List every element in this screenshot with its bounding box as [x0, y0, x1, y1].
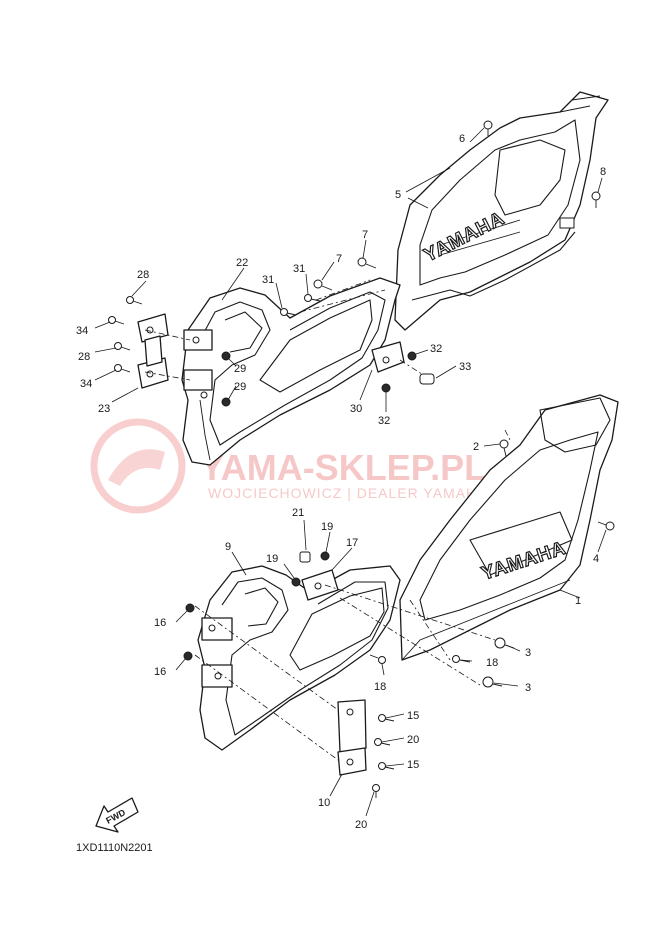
bolt-18a	[369, 654, 386, 664]
callout-29a: 29	[234, 363, 246, 375]
callout-16a: 16	[154, 617, 166, 629]
upper-door	[181, 277, 401, 466]
callout-7a: 7	[362, 229, 368, 241]
callout-31b: 31	[293, 263, 305, 275]
washer-19a	[320, 551, 330, 561]
bolt-18b	[452, 655, 471, 663]
upper-side-panel: YAMAHA	[394, 91, 609, 331]
callout-10: 10	[318, 797, 330, 809]
bolt-8	[591, 191, 601, 208]
callout-28a: 28	[137, 269, 149, 281]
bolt-20b	[372, 784, 380, 798]
clip-3b	[482, 676, 503, 688]
callout-19a: 19	[321, 521, 333, 533]
lower-side-panel: YAMAHA	[399, 394, 619, 661]
callout-22: 22	[236, 257, 248, 269]
callout-9: 9	[225, 541, 231, 553]
watermark-main-text: YAMA-SKLEP.PL	[200, 447, 486, 488]
callout-15a: 15	[407, 710, 419, 722]
callout-34b: 34	[80, 378, 92, 390]
bolt-28b	[114, 342, 131, 351]
bolt-28a	[126, 296, 143, 305]
callout-2: 2	[473, 441, 479, 453]
callout-16b: 16	[154, 666, 166, 678]
callout-4: 4	[593, 553, 599, 565]
clip-7b	[313, 279, 333, 291]
fwd-arrow: FWD	[95, 797, 139, 833]
callout-31a: 31	[262, 274, 274, 286]
callout-32b: 32	[378, 415, 390, 427]
bolt-34a	[108, 316, 125, 325]
callout-28b: 28	[78, 351, 90, 363]
callout-6: 6	[459, 133, 465, 145]
bolt-15b	[378, 762, 395, 770]
screw-31b	[304, 294, 321, 302]
hardware	[108, 120, 615, 798]
callout-20b: 20	[355, 819, 367, 831]
callout-8: 8	[600, 166, 606, 178]
callout-18a: 18	[374, 681, 386, 693]
clip-3a	[494, 637, 515, 649]
callout-17: 17	[346, 537, 358, 549]
upper-panel-label-plate	[559, 217, 575, 229]
watermark-logo-mark	[108, 449, 165, 486]
upper-hinge-assembly	[137, 313, 213, 399]
drawing-code: 1XD1110N2201	[76, 842, 153, 854]
callout-19b: 19	[266, 553, 278, 565]
washer-19b	[291, 577, 301, 587]
callout-3a: 3	[525, 647, 531, 659]
watermark-sub-text: WOJCIECHOWICZ | DEALER YAMAHA	[208, 485, 487, 501]
callout-30: 30	[350, 403, 362, 415]
bolt-34b	[114, 364, 131, 373]
spacer-21	[299, 551, 311, 563]
callout-5: 5	[395, 189, 401, 201]
bolt-15a	[378, 714, 395, 722]
callout-7b: 7	[336, 253, 342, 265]
callout-20a: 20	[407, 734, 419, 746]
callout-33: 33	[459, 361, 471, 373]
bolt-4	[597, 521, 615, 531]
lower-door	[197, 565, 401, 751]
assembly-lines	[144, 279, 511, 761]
lower-latch	[301, 569, 339, 601]
watermark: YAMA-SKLEP.PL WOJCIECHOWICZ | DEALER YAM…	[90, 418, 487, 514]
callout-34a: 34	[76, 325, 88, 337]
watermark-logo	[90, 418, 186, 514]
callout-1: 1	[575, 595, 581, 607]
callout-29b: 29	[234, 381, 246, 393]
nut-32a	[407, 351, 417, 361]
bolt-6	[483, 120, 493, 136]
screw-31a	[280, 308, 297, 316]
clip-2	[499, 439, 509, 457]
leader-lines	[94, 127, 607, 817]
nut-32b	[381, 383, 391, 393]
clip-7a	[357, 257, 377, 269]
callout-15b: 15	[407, 759, 419, 771]
upper-latch	[371, 341, 405, 373]
lower-hinge-assembly	[201, 617, 367, 776]
callout-32a: 32	[430, 343, 442, 355]
callout-23: 23	[98, 403, 110, 415]
callout-3b: 3	[525, 682, 531, 694]
bolt-20a	[374, 738, 391, 746]
callout-18b: 18	[486, 657, 498, 669]
callouts: 6 8 5 7 7 22 31 31 28 34 28 34 23 29 29 …	[76, 133, 606, 831]
callout-21: 21	[292, 507, 304, 519]
spacer-33	[419, 373, 435, 385]
